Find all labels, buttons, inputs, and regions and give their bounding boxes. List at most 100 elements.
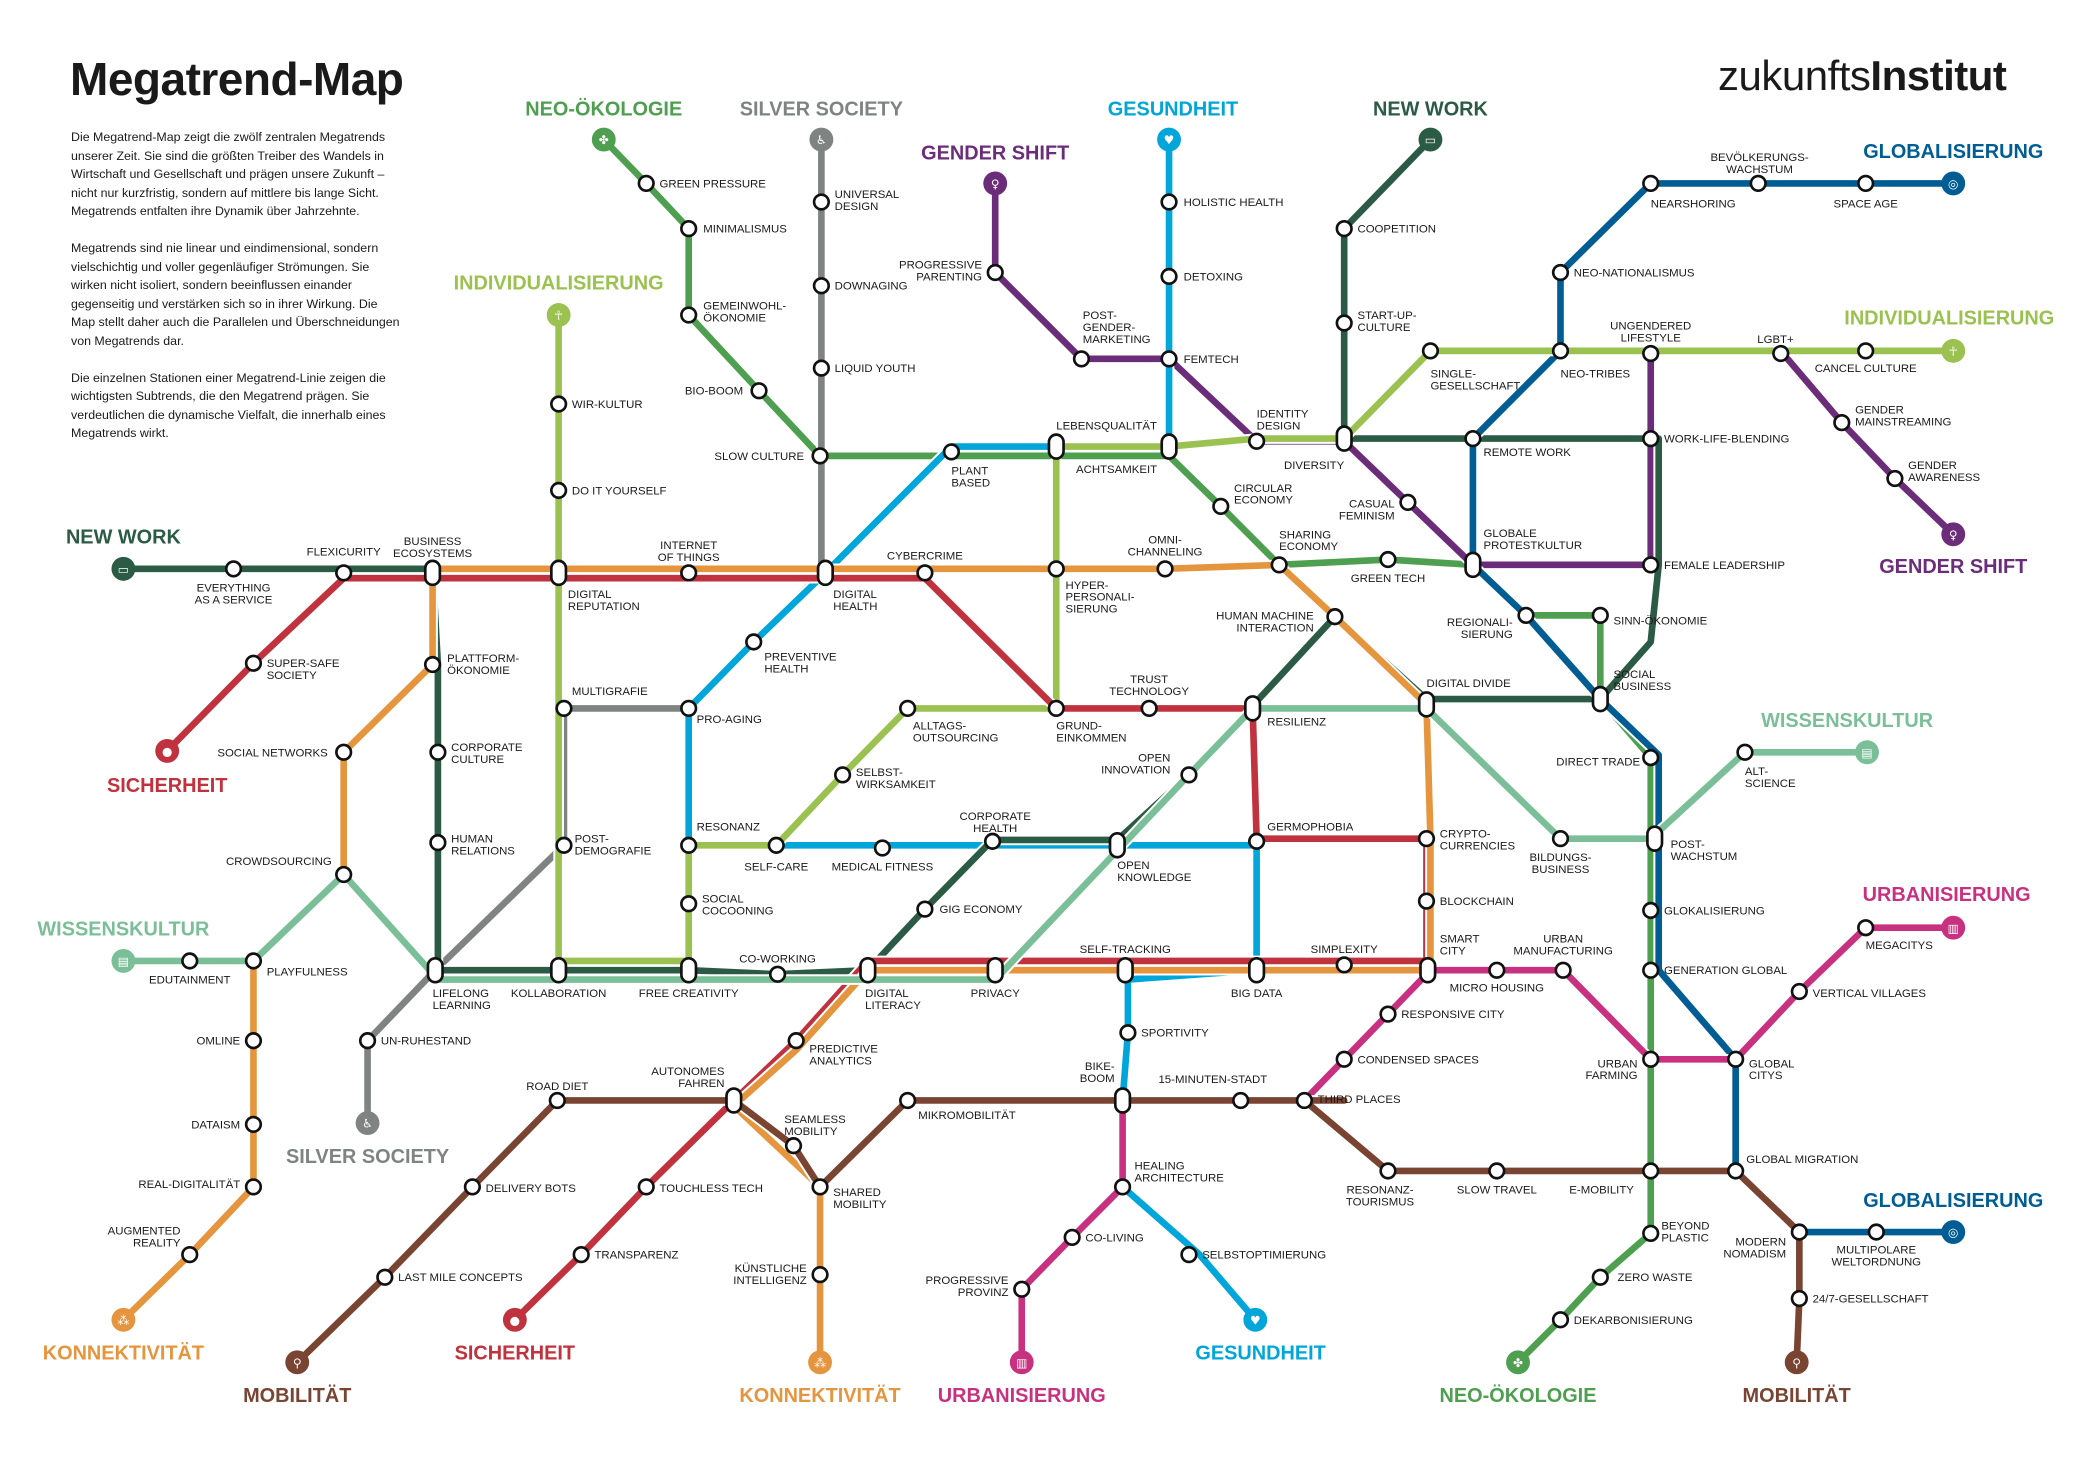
station[interactable]: LIQUID YOUTH — [812, 359, 916, 377]
station[interactable]: UN-RUHESTAND — [358, 1032, 471, 1050]
station[interactable]: GLOKALISIERUNG — [1642, 901, 1765, 920]
station[interactable]: BIKE-BOOM — [1080, 1061, 1132, 1114]
station[interactable]: SIMPLEXITY — [1311, 944, 1379, 974]
station[interactable]: BIG DATA — [1231, 956, 1283, 1000]
station[interactable]: BLOCKCHAIN — [1417, 892, 1514, 910]
station[interactable]: 15-MINUTEN-STADT — [1158, 1074, 1267, 1110]
station[interactable]: SLOW TRAVEL — [1457, 1162, 1537, 1197]
station[interactable]: 24/7-GESELLSCHAFT — [1790, 1289, 1929, 1308]
station[interactable]: FREE CREATIVITY — [639, 956, 739, 1000]
station[interactable]: NEO-NATIONALISMUS — [1551, 263, 1695, 282]
station[interactable]: DIGITAL DIVIDE — [1417, 678, 1511, 718]
station[interactable]: GREEN PRESSURE — [637, 174, 766, 193]
station[interactable]: ALT-SCIENCE — [1736, 743, 1796, 790]
station[interactable]: START-UP-CULTURE — [1335, 310, 1417, 334]
station[interactable]: HYPER-PERSONALI-SIERUNG — [1047, 560, 1135, 616]
station[interactable]: E-MOBILITY — [1569, 1162, 1660, 1197]
station[interactable]: SPACE AGE — [1833, 174, 1898, 210]
station[interactable]: SINGLE-GESELLSCHAFT — [1421, 342, 1520, 393]
station[interactable]: SELF-CARE — [744, 836, 809, 874]
station[interactable]: PLAYFULNESS — [244, 952, 348, 979]
station[interactable]: REMOTE WORK — [1464, 429, 1572, 459]
station[interactable]: GLOBAL MIGRATION — [1727, 1154, 1858, 1180]
station[interactable]: GRUND-EINKOMMEN — [1047, 699, 1127, 745]
station[interactable]: REAL-DIGITALITÄT — [138, 1178, 263, 1196]
station[interactable]: LAST MILE CONCEPTS — [376, 1268, 524, 1286]
station[interactable]: BIO-BOOM — [685, 382, 768, 400]
station[interactable]: SINN-ÖKONOMIE — [1591, 606, 1708, 628]
station[interactable]: DIVERSITY — [1284, 425, 1353, 473]
station[interactable]: BILDUNGS-BUSINESS — [1529, 830, 1592, 876]
station[interactable]: PRO-AGING — [680, 699, 762, 726]
station[interactable]: ALLTAGS-OUTSOURCING — [899, 699, 999, 745]
station[interactable]: OMNI-CHANNELING — [1128, 535, 1203, 578]
station[interactable]: DO IT YOURSELF — [550, 481, 667, 500]
station[interactable]: POST-DEMOGRAFIE — [555, 834, 652, 858]
station[interactable]: POST-WACHSTUM — [1646, 825, 1737, 863]
station[interactable]: MIKROMOBILITÄT — [899, 1091, 1016, 1122]
station[interactable]: MULTIGRAFIE — [555, 686, 648, 718]
station[interactable]: WORK-LIFE-BLENDING — [1642, 429, 1789, 448]
station[interactable]: GREEN TECH — [1351, 550, 1426, 585]
station[interactable]: SELF-TRACKING — [1080, 944, 1171, 984]
station[interactable]: SELBSTOPTIMIERUNG — [1180, 1246, 1327, 1264]
station[interactable]: TOUCHLESS TECH — [637, 1178, 763, 1196]
station[interactable]: DATAISM — [191, 1115, 263, 1134]
station[interactable]: SLOW CULTURE — [714, 447, 829, 465]
station[interactable]: ROAD DIET — [526, 1081, 588, 1110]
station[interactable]: RESONANZ-TOURISMUS — [1346, 1162, 1415, 1209]
station[interactable]: PRIVACY — [971, 956, 1021, 1000]
station[interactable]: SPORTIVITY — [1119, 1024, 1210, 1042]
station[interactable]: KOLLABORATION — [511, 956, 606, 1000]
station[interactable]: DEKARBONISIERUNG — [1551, 1311, 1693, 1329]
station[interactable]: OMLINE — [196, 1032, 263, 1050]
station[interactable]: GERMOPHOBIA — [1247, 822, 1354, 850]
station[interactable]: FLEXICURITY — [307, 547, 381, 582]
station[interactable]: CONDENSED SPACES — [1335, 1050, 1479, 1068]
station[interactable]: CO-LIVING — [1063, 1228, 1144, 1247]
station[interactable]: SOCIAL NETWORKS — [217, 743, 353, 761]
station[interactable]: ACHTSAMKEIT — [1076, 433, 1178, 477]
station[interactable]: WIR-KULTUR — [550, 395, 643, 413]
station[interactable]: RESPONSIVE CITY — [1379, 1005, 1505, 1023]
station[interactable]: COOPETITION — [1335, 219, 1436, 238]
station[interactable]: MICRO HOUSING — [1450, 961, 1544, 995]
station[interactable]: GEMEINWOHL-ÖKONOMIE — [680, 301, 786, 325]
station[interactable]: HOLISTIC HEALTH — [1160, 193, 1284, 211]
station[interactable]: CO-WORKING — [739, 953, 816, 983]
station[interactable]: RESONANZ — [680, 822, 760, 854]
station[interactable]: BEVÖLKERUNGS-WACHSTUM — [1710, 152, 1809, 193]
